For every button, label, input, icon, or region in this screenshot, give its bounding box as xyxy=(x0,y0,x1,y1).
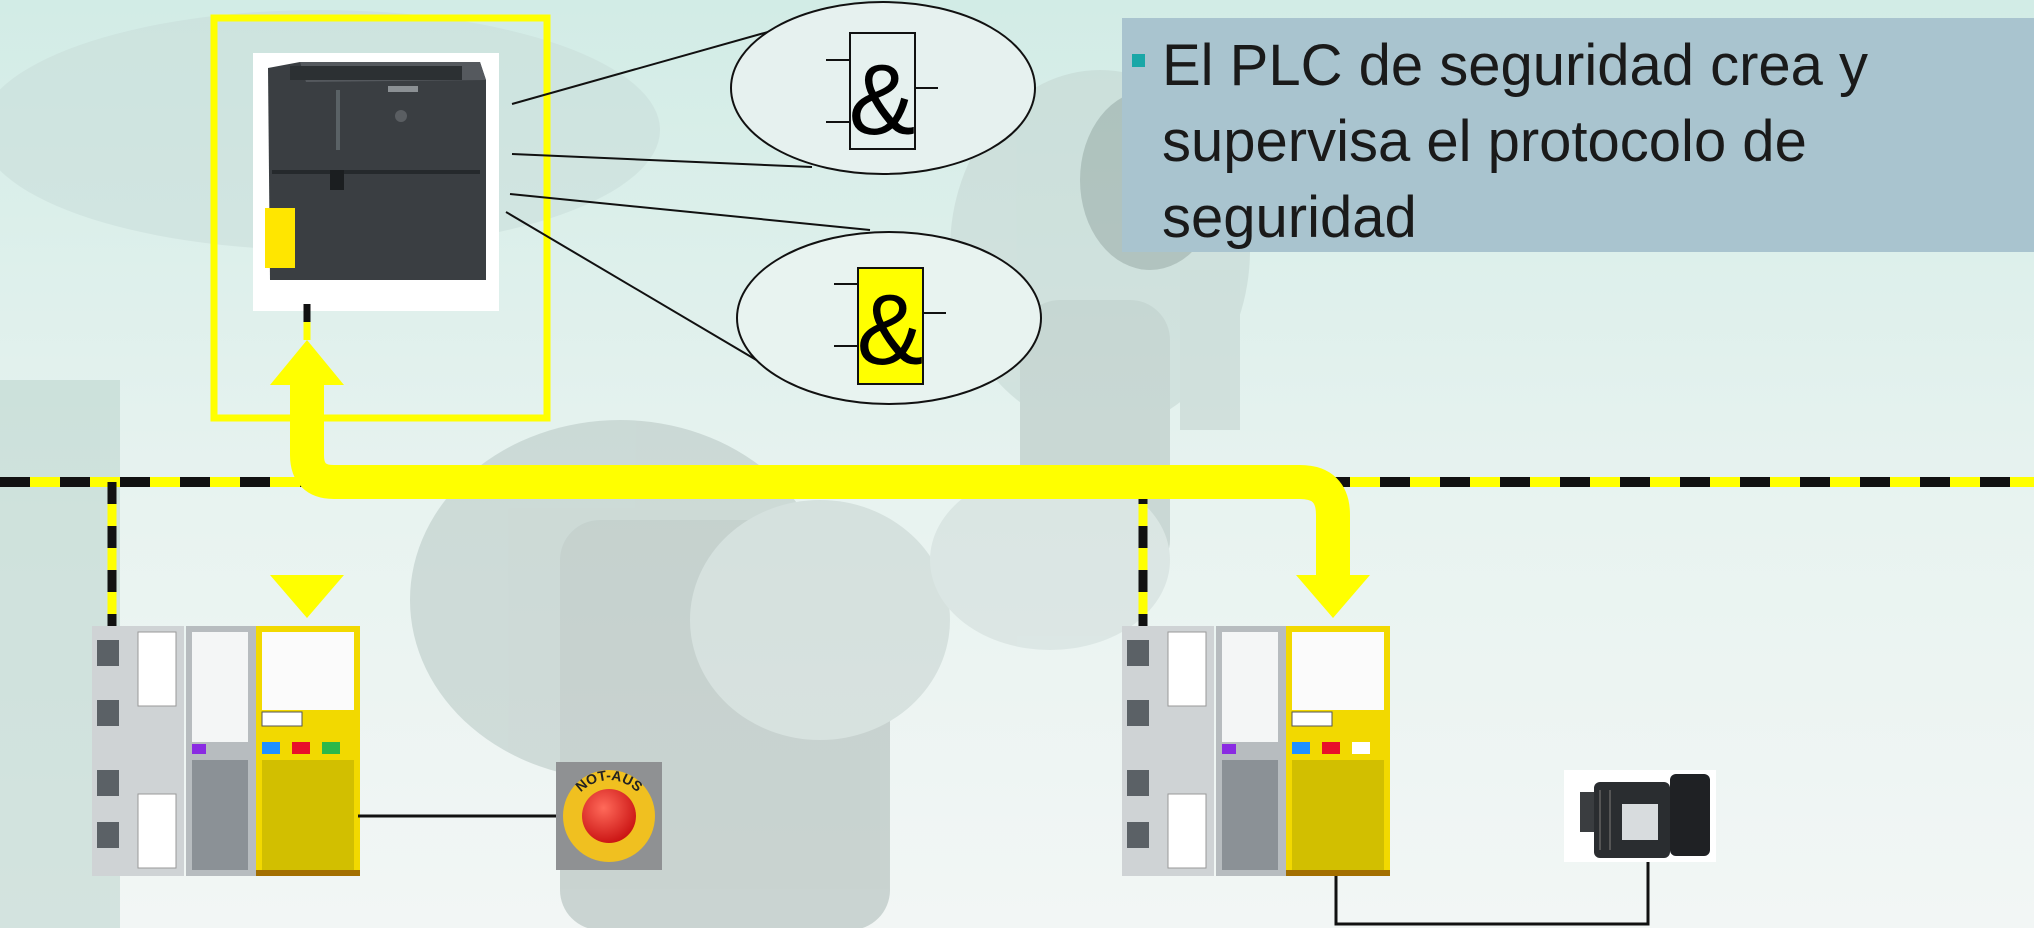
standard-gate-symbol: & xyxy=(849,44,916,156)
zoom-lines xyxy=(505,27,871,375)
safety-gate-symbol: & xyxy=(857,274,924,386)
bullet-text-box: El PLC de seguridad crea y supervisa el … xyxy=(1122,18,2034,252)
safety-communication-path xyxy=(290,380,1350,575)
arrow-down-to-left-module xyxy=(270,575,344,618)
motor-wire xyxy=(1334,862,1650,926)
standard-and-gate xyxy=(826,32,938,150)
emergency-stop-button xyxy=(556,762,662,870)
standard-logic-bubble xyxy=(730,1,1036,175)
bullet-marker xyxy=(1132,54,1145,67)
motor xyxy=(1564,770,1716,862)
safety-plc-frame xyxy=(210,14,551,422)
io-station-right xyxy=(1122,626,1390,876)
safety-plc-photo xyxy=(253,53,499,311)
arrow-up-to-plc xyxy=(270,340,344,385)
arrow-down-to-right-module xyxy=(1296,575,1370,618)
safety-and-gate xyxy=(834,267,946,385)
bullet-text: El PLC de seguridad crea y supervisa el … xyxy=(1162,33,1869,250)
io-station-left xyxy=(92,626,360,876)
